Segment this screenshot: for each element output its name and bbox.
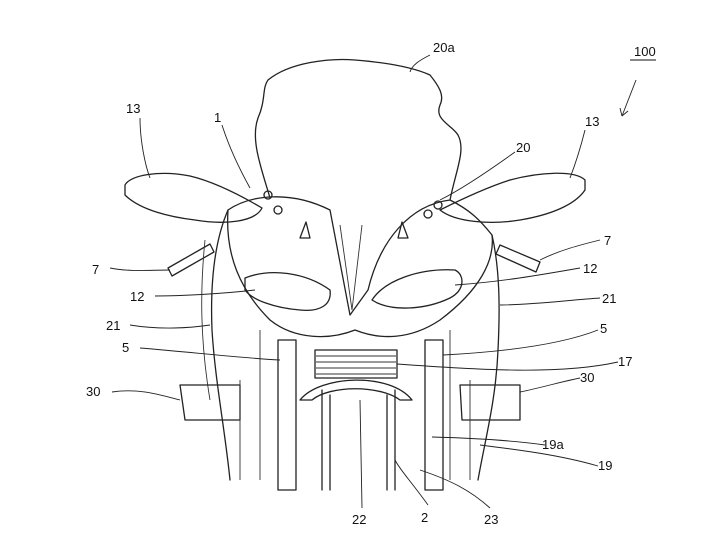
- headlight-left: [244, 272, 331, 311]
- label-19: 19: [598, 458, 612, 473]
- label-5-left: 5: [122, 340, 129, 355]
- label-21-left: 21: [106, 318, 120, 333]
- label-2: 2: [421, 510, 428, 525]
- label-13-right: 13: [585, 114, 599, 129]
- mirror-left: [124, 172, 263, 223]
- turn-signal-right: [495, 244, 541, 273]
- label-20: 20: [516, 140, 530, 155]
- label-13-left: 13: [126, 101, 140, 116]
- vent-right: [397, 221, 409, 239]
- windshield: [254, 58, 462, 201]
- label-30-left: 30: [86, 384, 100, 399]
- label-5-right: 5: [600, 321, 607, 336]
- label-100: 100: [634, 44, 656, 59]
- label-1: 1: [214, 110, 221, 125]
- label-23: 23: [484, 512, 498, 527]
- upper-cowl: [226, 196, 494, 338]
- label-7-right: 7: [604, 233, 611, 248]
- label-7-left: 7: [92, 262, 99, 277]
- label-30-right: 30: [580, 370, 594, 385]
- fork-right: [424, 339, 444, 491]
- label-22: 22: [352, 512, 366, 527]
- fork-left: [277, 339, 297, 491]
- handguard-right: [459, 384, 521, 421]
- mirror-right: [439, 172, 586, 223]
- label-21-right: 21: [602, 291, 616, 306]
- label-12-right: 12: [583, 261, 597, 276]
- turn-signal-left: [167, 243, 215, 277]
- label-19a: 19a: [542, 437, 564, 452]
- wheel: [321, 389, 396, 491]
- handguard-left: [179, 384, 241, 421]
- vent-left: [299, 221, 311, 239]
- fender: [299, 379, 413, 401]
- label-12-left: 12: [130, 289, 144, 304]
- headlight-right: [371, 269, 463, 309]
- label-17: 17: [618, 354, 632, 369]
- label-20a: 20a: [433, 40, 455, 55]
